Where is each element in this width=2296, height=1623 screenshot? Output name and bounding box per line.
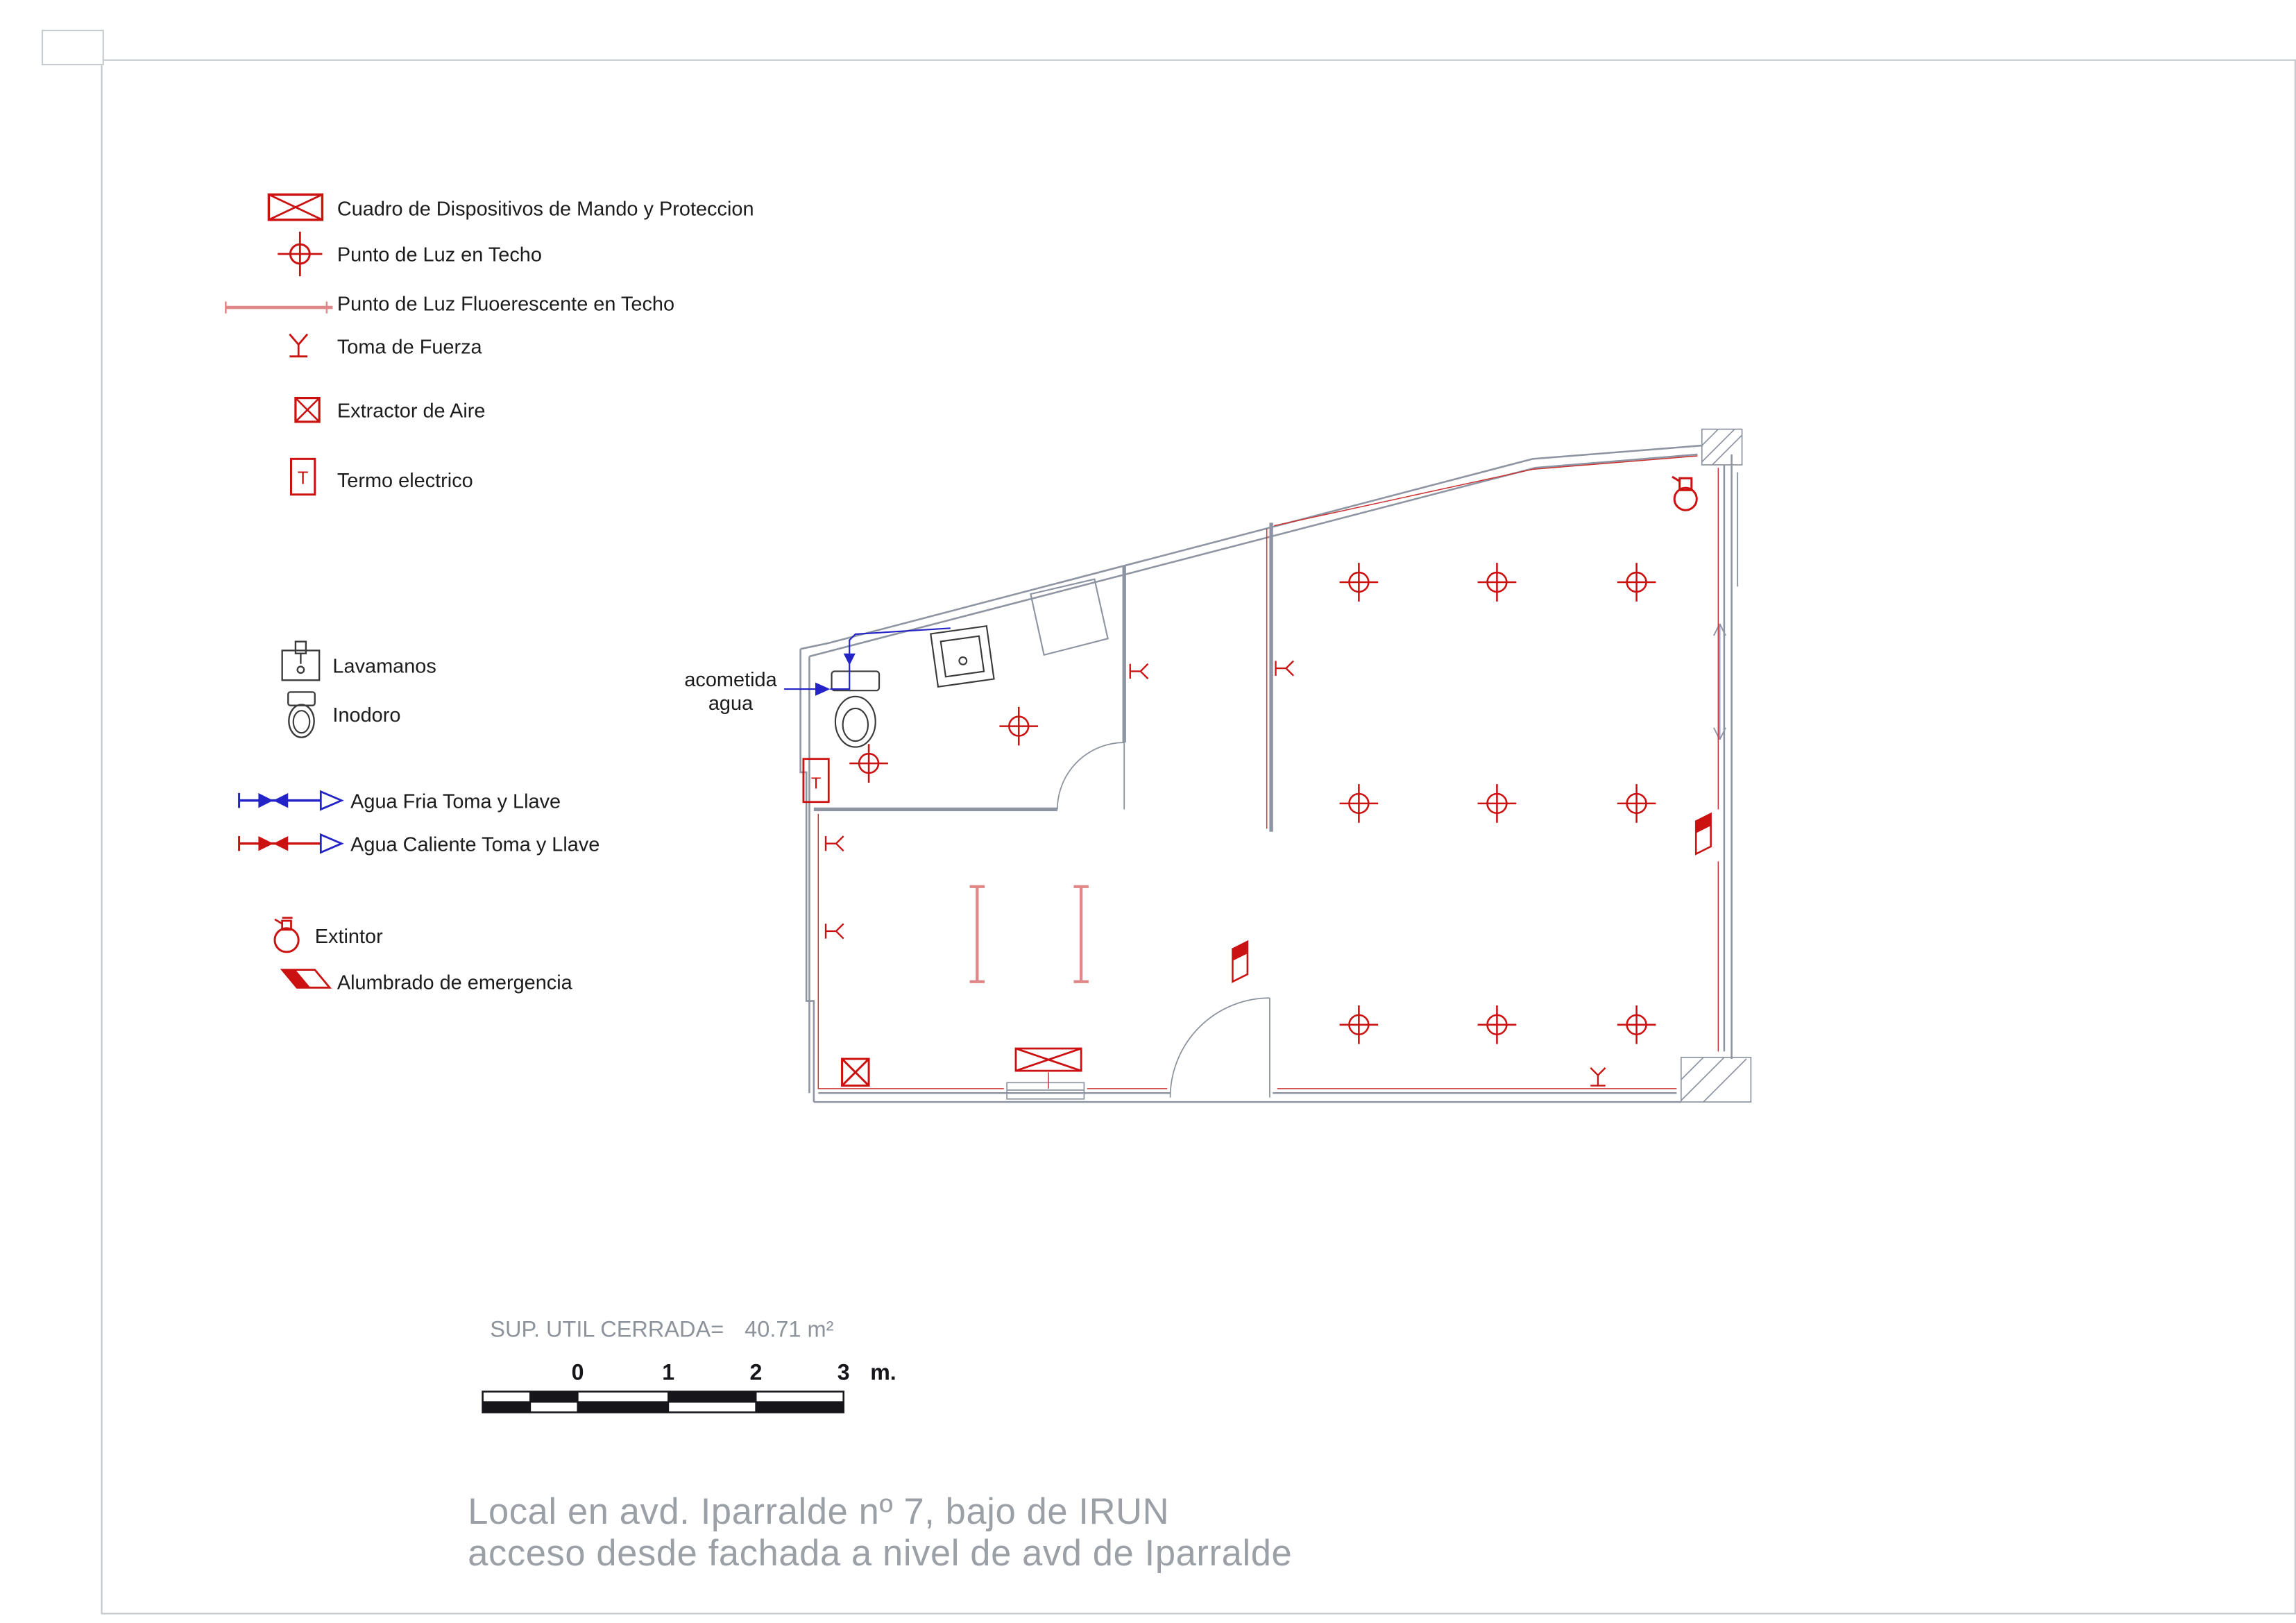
ceiling-light-symbol <box>1339 1005 1379 1044</box>
water-heater-plan: T <box>802 758 830 804</box>
fluorescent-symbol <box>1073 885 1089 983</box>
legend-label-extinguisher: Extintor <box>314 925 383 948</box>
water-inlet-label: acometida agua <box>671 668 790 715</box>
wall-top-inner <box>809 453 1698 658</box>
water-inlet-line2: agua <box>708 692 754 715</box>
emergency-light-symbol <box>1232 940 1249 983</box>
scale-tick-1: 1 <box>662 1360 675 1386</box>
ceiling-light-symbol <box>1617 1005 1656 1044</box>
fluorescent-symbol <box>969 885 985 983</box>
extractor-fan-plan <box>841 1057 870 1087</box>
scale-tick-3: 3 <box>837 1360 850 1386</box>
ceiling-light-symbol <box>1339 784 1379 823</box>
water-heater-letter-plan: T <box>811 774 821 792</box>
area-summary: SUP. UTIL CERRADA= 40.71 m² <box>490 1317 833 1342</box>
area-label: SUP. UTIL CERRADA= <box>490 1317 724 1343</box>
column-top-right <box>1701 428 1743 466</box>
ceiling-light-icon <box>278 231 323 277</box>
water-heater-letter: T <box>298 469 309 488</box>
toilet-icon <box>287 691 316 738</box>
water-heater-icon: T <box>290 457 316 496</box>
drawing-title-line2: acceso desde fachada a nivel de avd de I… <box>468 1533 1293 1574</box>
doors <box>1057 742 1270 1098</box>
hot-water-icon <box>238 833 344 854</box>
title-block-box <box>41 29 104 66</box>
cold-water-icon <box>238 790 344 811</box>
scale-unit: m. <box>870 1360 896 1386</box>
fixtures <box>831 578 1109 748</box>
entrance-door <box>1169 997 1270 1098</box>
legend-label-power-socket: Toma de Fuerza <box>337 335 482 358</box>
fluorescent-light-icon <box>225 301 333 314</box>
power-socket-icon <box>289 333 309 358</box>
legend-label-washbasin: Lavamanos <box>332 654 436 677</box>
ceiling-light-symbol <box>849 744 888 783</box>
panel-board-plan <box>1014 1047 1082 1072</box>
ceiling-light-symbol <box>999 706 1039 746</box>
legend-label-panel-board: Cuadro de Dispositivos de Mando y Protec… <box>337 197 754 220</box>
wiring <box>817 455 1719 1089</box>
emergency-light-icon <box>280 969 332 989</box>
ceiling-light-symbol <box>1617 784 1656 823</box>
ceiling-light-symbol <box>1477 563 1517 602</box>
wall-top-outer <box>800 444 1702 650</box>
power-socket-symbol <box>1129 663 1149 679</box>
facade-marks <box>1713 472 1739 740</box>
legend-label-extractor: Extractor de Aire <box>337 399 486 422</box>
emergency-lights-plan <box>1232 812 1712 983</box>
legend-label-cold-water: Agua Fria Toma y Llave <box>350 790 561 813</box>
legend-label-ceiling-light: Punto de Luz en Techo <box>337 244 542 266</box>
ceiling-light-symbol <box>1477 784 1517 823</box>
emergency-light-symbol <box>1694 812 1712 856</box>
legend-label-fluorescent: Punto de Luz Fluoerescente en Techo <box>337 292 675 315</box>
power-sockets-plan <box>824 660 1606 1087</box>
pipe-arrow <box>843 653 856 665</box>
power-socket-symbol <box>824 835 844 852</box>
scale-tick-0: 0 <box>571 1360 584 1386</box>
scale-bar <box>482 1391 844 1413</box>
glazing-arrow <box>1713 623 1726 740</box>
niche-outline <box>1030 578 1109 656</box>
fire-extinguisher-plan <box>1672 475 1698 511</box>
washbasin-fixture <box>930 624 995 688</box>
drawing-title-line1: Local en avd. Iparralde nº 7, bajo de IR… <box>468 1493 1170 1533</box>
power-socket-symbol <box>1590 1067 1606 1087</box>
wall-left-outer <box>799 649 815 1103</box>
water-inlet-arrow <box>815 682 831 696</box>
legend-label-hot-water: Agua Caliente Toma y Llave <box>350 833 600 856</box>
ceiling-light-symbol <box>1339 563 1379 602</box>
outer-walls <box>799 444 1733 1103</box>
legend-label-water-heater: Termo electrico <box>337 469 473 492</box>
power-socket-symbol <box>824 923 844 940</box>
scale-tick-2: 2 <box>749 1360 763 1386</box>
floor-plan: T <box>784 428 1752 1103</box>
plumbing <box>784 627 951 696</box>
entrance-threshold <box>1006 1082 1085 1100</box>
air-extractor-icon <box>294 396 321 423</box>
fire-extinguisher-icon <box>273 917 300 953</box>
ceiling-light-symbol <box>1617 563 1656 602</box>
ceiling-lights <box>849 563 1656 1044</box>
water-inlet-line1: acometida <box>684 668 777 691</box>
fluorescent-lights-plan <box>969 885 1089 983</box>
panel-board-icon <box>267 193 324 221</box>
sheet-border <box>101 59 2296 1615</box>
area-value: 40.71 m² <box>745 1317 834 1343</box>
water-pipe <box>830 627 951 690</box>
power-socket-symbol <box>1275 660 1295 677</box>
ceiling-light-symbol <box>1477 1005 1517 1044</box>
toilet-fixture <box>831 670 881 748</box>
columns <box>1680 428 1752 1103</box>
legend-label-toilet: Inodoro <box>332 704 401 726</box>
interior-walls <box>813 522 1273 832</box>
legend-label-emergency: Alumbrado de emergencia <box>337 971 572 994</box>
bathroom-door <box>1057 742 1125 810</box>
washbasin-icon <box>281 640 321 681</box>
